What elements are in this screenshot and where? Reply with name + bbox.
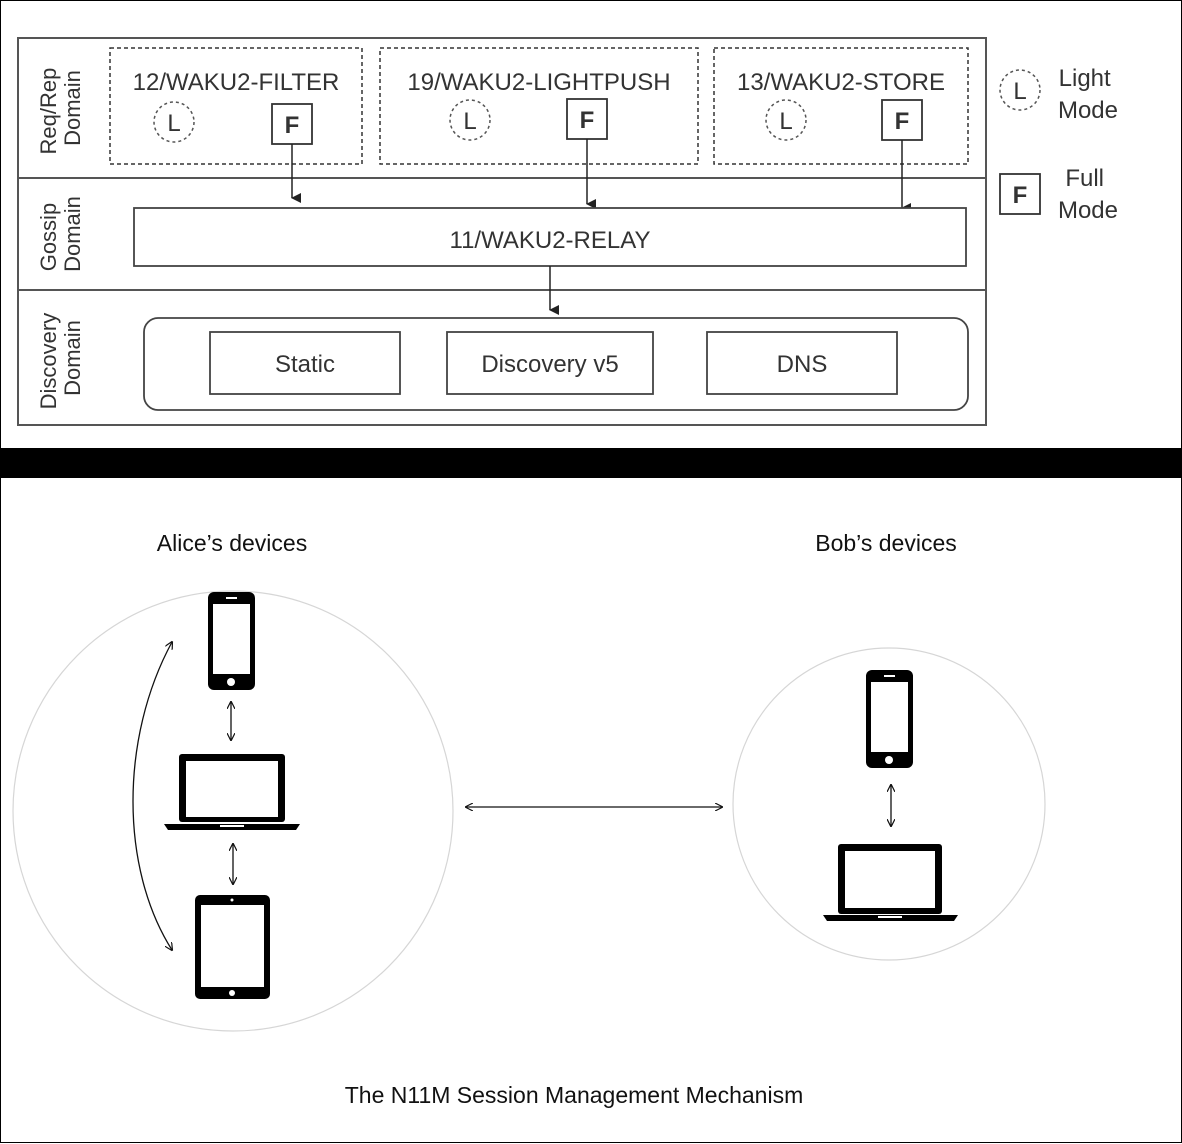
reqrep-domain-band [17, 37, 987, 179]
bob-devices-label: Bob’s devices [815, 530, 957, 556]
lightpush-protocol-label: 19/WAKU2-LIGHTPUSH [407, 69, 670, 96]
session-management-diagram: Alice’s devices Bob’s devices [12, 530, 1046, 1108]
full-mode-badge: F [895, 108, 910, 135]
filter-protocol-box: 12/WAKU2-FILTER L F [109, 47, 363, 165]
alice-devices-label: Alice’s devices [157, 530, 307, 556]
full-mode-badge: F [285, 112, 300, 139]
figure-caption: The N11M Session Management Mechanism [345, 1082, 804, 1108]
legend-light-icon [999, 69, 1041, 111]
dns-discovery-label: DNS [777, 351, 828, 378]
legend-light-text: Light Mode [1058, 65, 1118, 124]
light-mode-badge: L [779, 108, 792, 135]
reqrep-domain-label: Req/Rep Domain [36, 62, 85, 155]
full-mode-icon [566, 98, 608, 140]
alice-phone-icon [208, 592, 255, 690]
discv5-box [446, 331, 654, 395]
legend-light-badge: L [1013, 78, 1026, 105]
alice-device-group [12, 590, 454, 1032]
full-mode-icon [881, 99, 923, 141]
discv5-label: Discovery v5 [481, 351, 618, 378]
static-discovery-label: Static [275, 351, 335, 378]
full-mode-badge: F [580, 107, 595, 134]
legend-full-badge: F [1013, 182, 1028, 209]
store-protocol-box: 13/WAKU2-STORE L F [713, 47, 969, 165]
separator-band [0, 448, 1182, 478]
waku-stack-diagram: Req/Rep Domain Gossip Domain Discovery D… [17, 37, 1118, 426]
alice-phone-tablet-sync-arrow [132, 642, 172, 950]
light-mode-badge: L [167, 110, 180, 137]
alice-laptop-icon [164, 754, 300, 830]
alice-tablet-icon [195, 895, 270, 999]
legend: L Light Mode F Full Mode [999, 65, 1118, 224]
bob-laptop-icon [823, 844, 958, 921]
relay-label: 11/WAKU2-RELAY [450, 227, 651, 254]
light-mode-badge: L [463, 108, 476, 135]
lightpush-protocol-box: 19/WAKU2-LIGHTPUSH L F [379, 47, 699, 165]
discovery-domain-label: Discovery Domain [36, 307, 85, 410]
light-mode-icon [765, 99, 807, 141]
light-mode-icon [153, 101, 195, 143]
relay-box [133, 207, 967, 267]
bob-device-group [732, 647, 1046, 961]
dns-discovery-box [706, 331, 898, 395]
bob-phone-icon [866, 670, 913, 768]
filter-protocol-label: 12/WAKU2-FILTER [133, 69, 340, 96]
legend-full-icon [999, 173, 1041, 215]
static-discovery-box [209, 331, 401, 395]
legend-full-text: Full Mode [1058, 165, 1118, 224]
light-mode-icon [449, 99, 491, 141]
gossip-domain-label: Gossip Domain [36, 196, 85, 272]
store-protocol-label: 13/WAKU2-STORE [737, 69, 945, 96]
